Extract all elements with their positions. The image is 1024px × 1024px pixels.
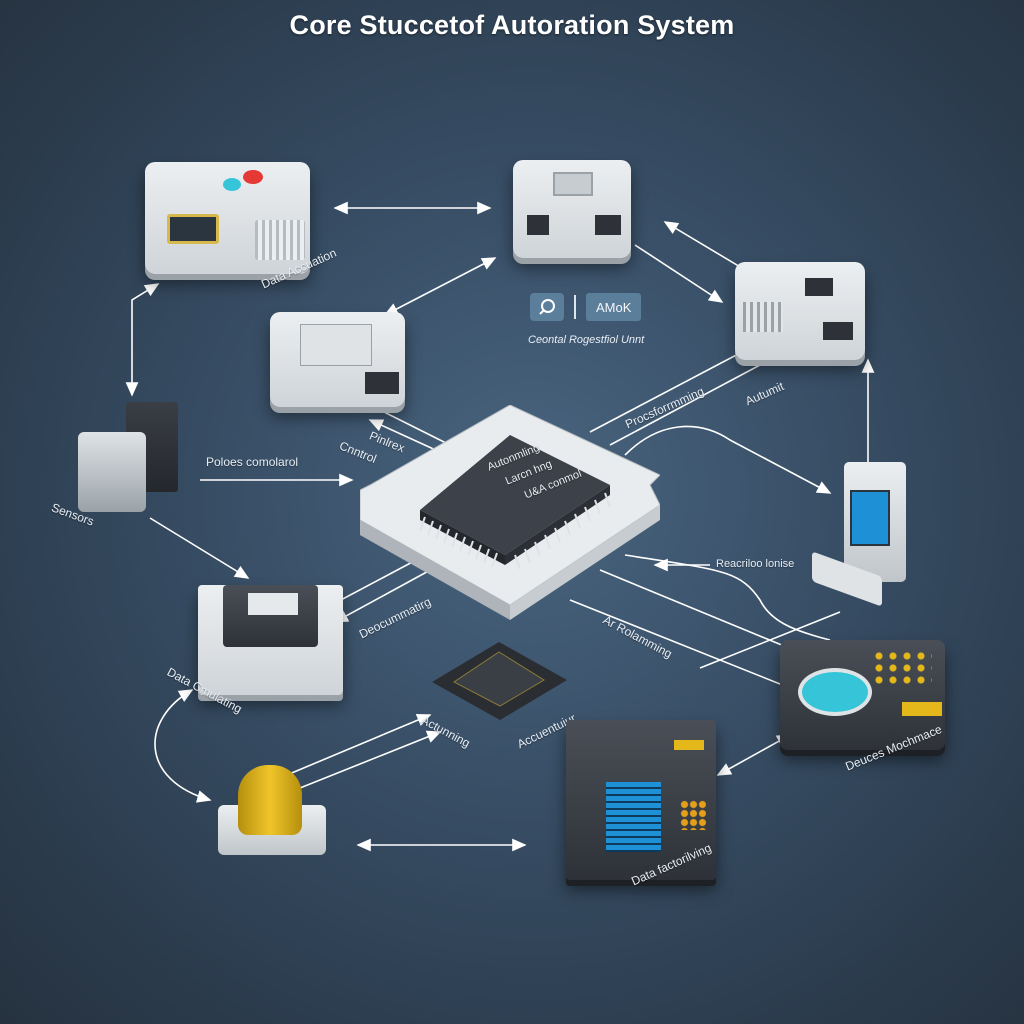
hub-screen (553, 172, 593, 196)
arrow-pinlrex-2 (368, 419, 441, 453)
sensor-housing (78, 432, 146, 512)
search-button[interactable] (530, 293, 564, 321)
red-indicator-button[interactable] (243, 170, 263, 184)
lcd-display (167, 214, 219, 244)
data-cmulating-module[interactable] (198, 585, 343, 695)
arrow-acq-sensors (125, 283, 160, 397)
arrow-sensors-cmulating (149, 517, 250, 579)
yellow-knob[interactable] (238, 765, 302, 835)
control-panel: AMoK (530, 293, 642, 321)
search-icon (539, 299, 555, 315)
arrow-server-machine (716, 734, 792, 776)
label-process-control: Poloes comolarol (206, 455, 299, 469)
data-server-rack[interactable] (566, 720, 716, 880)
arrow-pinlrex-1 (379, 409, 451, 446)
data-acquisition-module[interactable] (145, 162, 310, 274)
cmulating-label-plate (248, 593, 298, 615)
amok-button[interactable]: AMoK (586, 293, 642, 321)
autumit-module[interactable] (735, 262, 865, 360)
pinlrex-controller[interactable] (270, 312, 405, 407)
hub-port-left (527, 215, 549, 235)
separator (574, 295, 576, 319)
diagram-title: Core Stuccetof Autoration System (289, 10, 735, 40)
arrow-proc-2 (609, 364, 761, 446)
arrow-proc-1 (589, 351, 743, 433)
keypad[interactable] (872, 650, 932, 688)
server-screen (606, 782, 661, 852)
yellow-slot (902, 702, 942, 716)
processor-chip-board[interactable] (359, 404, 661, 620)
device-machine[interactable] (780, 640, 945, 750)
arrow-hub-autumit-2 (634, 244, 724, 303)
arrow-ai-3 (624, 554, 831, 641)
cyan-dial[interactable] (798, 668, 872, 716)
arrow-ai-1 (569, 599, 821, 701)
cyan-indicator-button[interactable] (223, 178, 241, 191)
accounting-chip[interactable] (432, 642, 567, 727)
control-panel-caption: Ceontal Rogestfiol Unnt (528, 334, 645, 346)
terminal-screen (850, 490, 890, 546)
autumit-port (805, 278, 833, 296)
label-reactive-lonise: Reacriloo lonise (716, 558, 795, 570)
autumit-port-2 (823, 322, 853, 340)
server-badge (674, 740, 704, 750)
server-keypad (680, 800, 706, 830)
arrow-knob-chip-2 (294, 730, 442, 791)
autumit-vent (743, 302, 783, 332)
arrow-hub-pinlrex (383, 257, 497, 316)
arrow-ai-4 (699, 611, 841, 669)
sensor-unit[interactable] (78, 402, 180, 514)
yellow-knob-actuator[interactable] (218, 765, 328, 860)
arrow-knob-chip-1 (274, 714, 432, 781)
arrow-terminal-loop (624, 425, 832, 494)
vent-grille (255, 220, 305, 260)
arrow-cm-knob (154, 689, 212, 803)
network-hub[interactable] (513, 160, 631, 258)
hub-port-right (595, 215, 621, 235)
controller-port (365, 372, 399, 394)
controller-board (300, 324, 372, 366)
terminal-computer[interactable] (812, 462, 910, 607)
